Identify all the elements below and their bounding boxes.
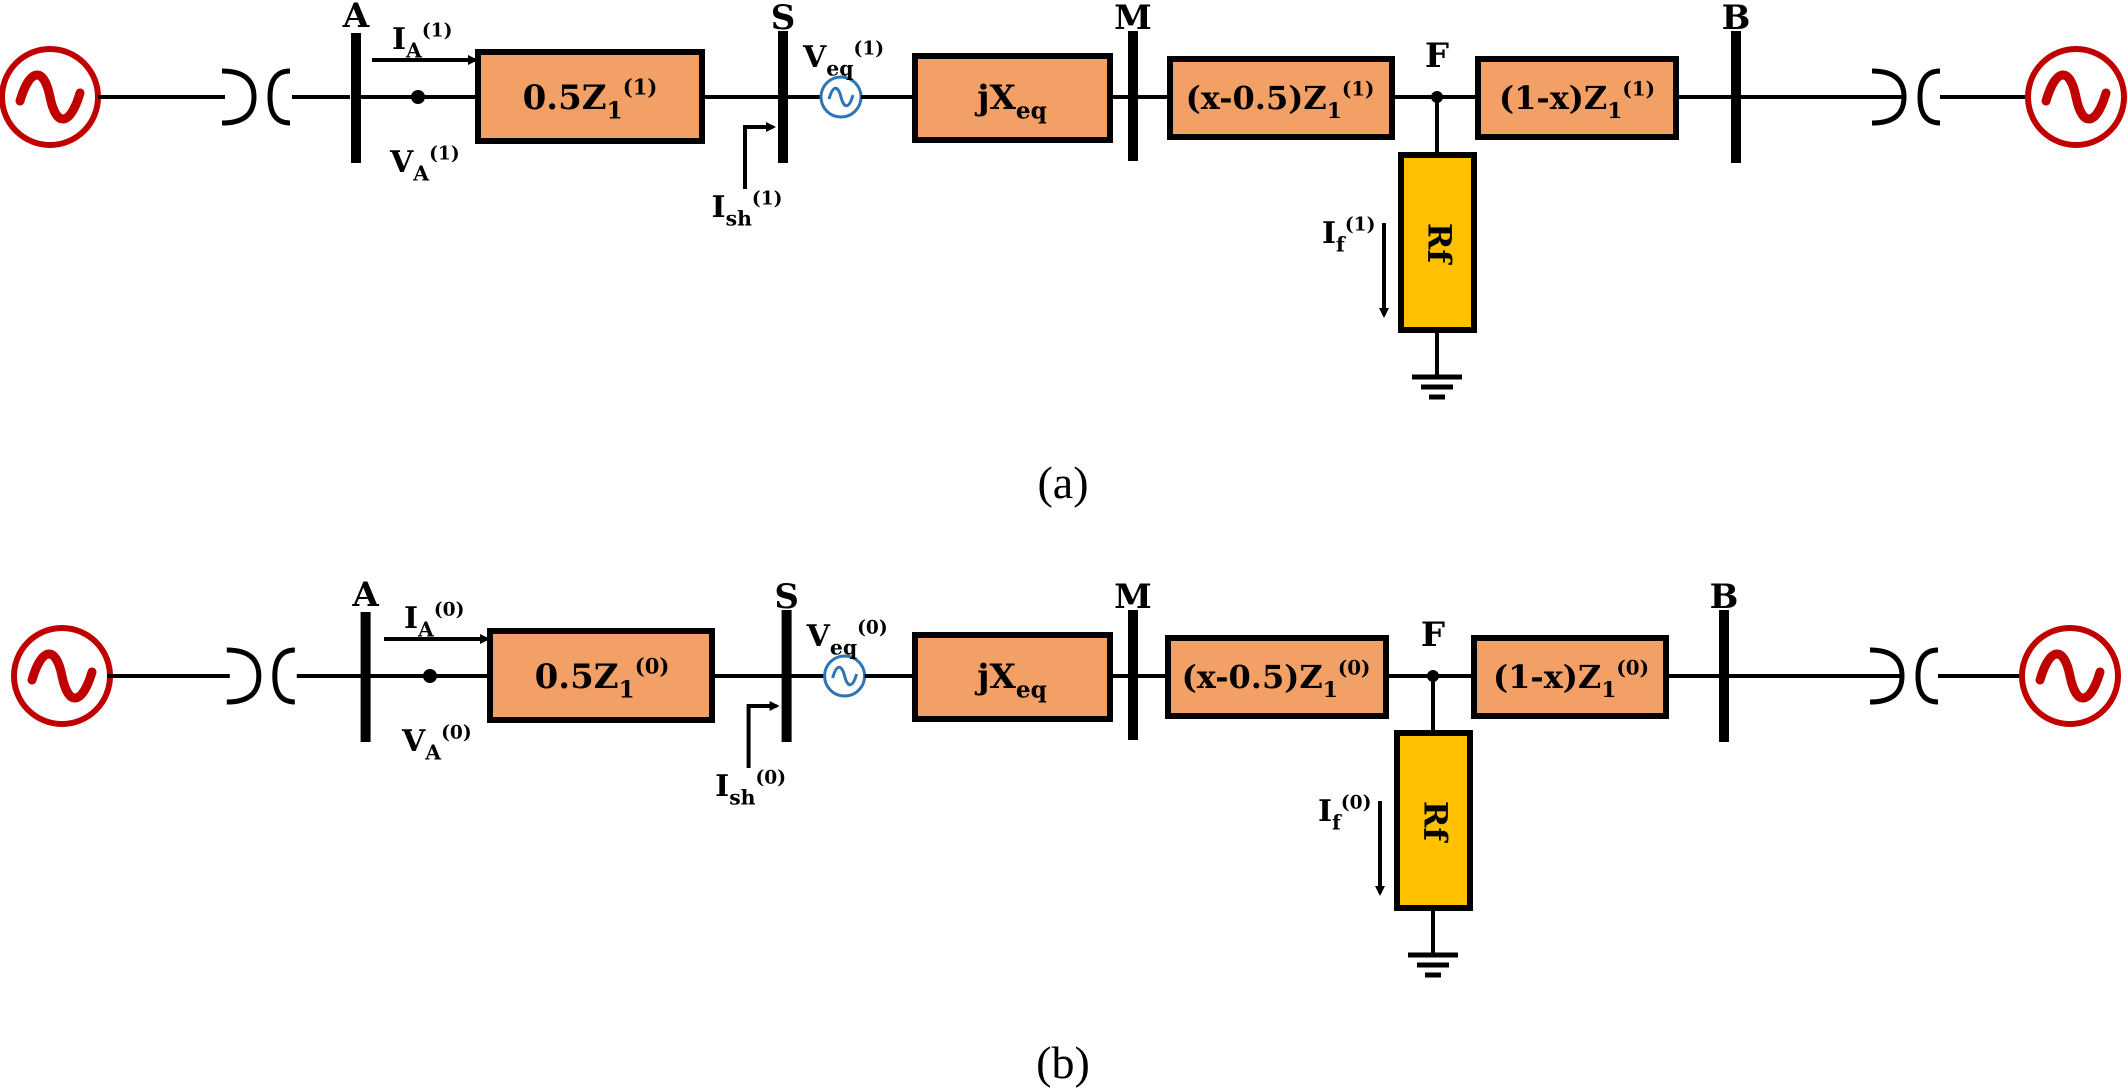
ish-label: Ish(1) bbox=[712, 188, 783, 230]
veq-label: Veq(1) bbox=[802, 38, 884, 80]
rf-label: Rf bbox=[1421, 223, 1459, 266]
jxeq-label: jXeq bbox=[974, 657, 1047, 704]
va-label: VA(0) bbox=[401, 722, 472, 764]
veq-label: Veq(0) bbox=[806, 617, 888, 659]
transformer-icon bbox=[226, 647, 295, 705]
bus-label-a: A bbox=[351, 575, 379, 615]
transformer-icon bbox=[1871, 68, 1941, 126]
ish-label: Ish(0) bbox=[715, 767, 786, 809]
bus-label-b: B bbox=[1722, 0, 1751, 38]
impedance-box-jxeq bbox=[912, 632, 1113, 722]
ac-source-icon bbox=[2019, 625, 2121, 727]
impedance-box-z1 bbox=[475, 49, 705, 144]
ish-arrow bbox=[743, 122, 776, 189]
diagram-b: A IA(0) VA(0) 0.5Z1(0) S Ish(0) Veq(0) jXeq M (x-… bbox=[11, 575, 2121, 1088]
z1-label: 0.5Z1(1) bbox=[523, 75, 658, 125]
bus-label-a: A bbox=[342, 0, 370, 36]
impedance-box-z2 bbox=[1165, 635, 1389, 719]
caption-b: (b) bbox=[1036, 1037, 1090, 1088]
ground-icon bbox=[1412, 374, 1462, 400]
bus-label-s: S bbox=[771, 0, 796, 38]
ia-label: IA(1) bbox=[392, 20, 452, 62]
caption-a: (a) bbox=[1037, 457, 1088, 508]
impedance-box-z3 bbox=[1475, 56, 1679, 140]
ground-icon bbox=[1408, 952, 1458, 978]
if-label: If(0) bbox=[1318, 792, 1371, 834]
impedance-box-z2 bbox=[1167, 56, 1395, 140]
transformer-icon bbox=[221, 68, 291, 126]
bus-label-m: M bbox=[1114, 577, 1152, 617]
z3-label: (1-x)Z1(0) bbox=[1493, 656, 1649, 703]
bus-label-m: M bbox=[1114, 0, 1152, 38]
veq-source-icon bbox=[819, 75, 863, 119]
diagram-a: A IA(1) VA(1) 0.5Z1(1) S Ish(1) Veq(1) jXeq M (x-… bbox=[0, 0, 2127, 508]
ac-source-icon bbox=[0, 46, 101, 148]
jxeq-label: jXeq bbox=[974, 78, 1047, 125]
measurement-node bbox=[423, 669, 437, 683]
rf-label: Rf bbox=[1417, 801, 1455, 844]
z3-label: (1-x)Z1(1) bbox=[1499, 77, 1655, 124]
ac-source-icon bbox=[2025, 46, 2127, 148]
ia-label: IA(0) bbox=[404, 599, 464, 641]
bus-label-b: B bbox=[1710, 577, 1739, 617]
impedance-box-z1 bbox=[487, 628, 715, 723]
fault-resistor-rf bbox=[1394, 730, 1473, 911]
veq-source-icon bbox=[823, 654, 867, 698]
fault-label-f: F bbox=[1421, 615, 1445, 655]
ac-source-icon bbox=[11, 625, 113, 727]
transformer-icon bbox=[1869, 647, 1939, 705]
z2-label: (x-0.5)Z1(0) bbox=[1182, 656, 1371, 703]
z1-label: 0.5Z1(0) bbox=[535, 654, 670, 704]
if-label: If(1) bbox=[1322, 214, 1375, 256]
z2-label: (x-0.5)Z1(1) bbox=[1186, 77, 1375, 124]
fault-label-f: F bbox=[1425, 36, 1449, 76]
ish-arrow bbox=[746, 701, 780, 768]
bus-label-s: S bbox=[774, 577, 799, 617]
va-label: VA(1) bbox=[389, 143, 460, 185]
measurement-node bbox=[411, 90, 425, 104]
